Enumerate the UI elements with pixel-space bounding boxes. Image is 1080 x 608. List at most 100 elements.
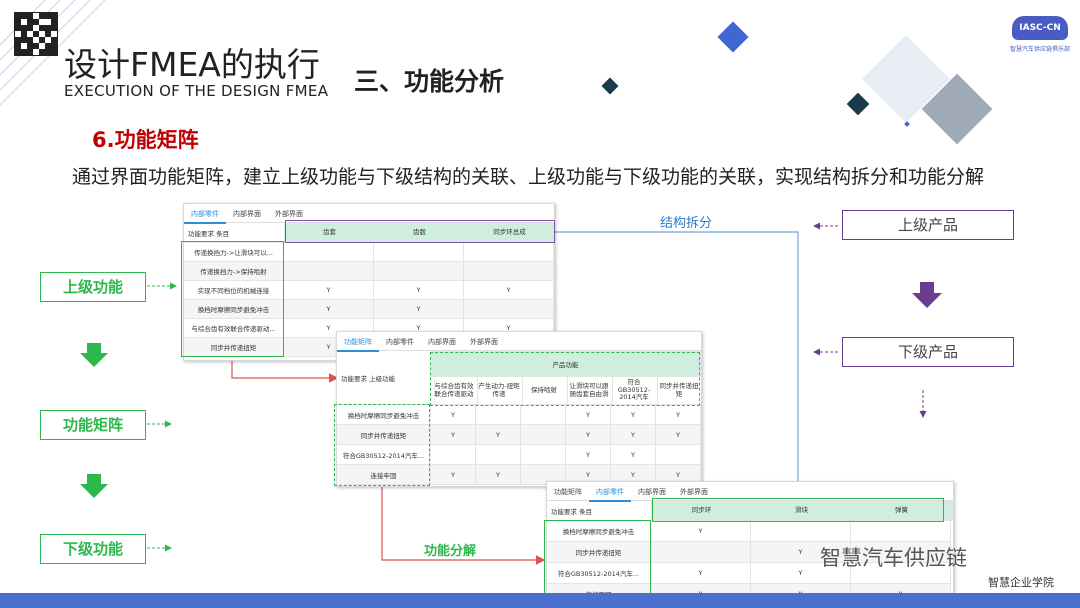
matrix-cell-mark (284, 262, 374, 281)
matrix-cell-mark: Y (611, 425, 656, 445)
bottom-bar (0, 593, 1080, 608)
matrix-column-header: 产生动力-扭矩传递 (476, 377, 523, 405)
description: 通过界面功能矩阵，建立上级功能与下级结构的关联、上级功能与下级功能的关联，实现结… (72, 166, 985, 188)
subtitle: 6.功能矩阵 (92, 128, 199, 152)
tab-1[interactable]: 功能矩阵 (554, 488, 582, 496)
logo-subtitle: 智慧汽车供应链俱乐部 (1010, 46, 1071, 53)
matrix-cell-mark: Y (651, 563, 751, 584)
watermark-text: 智慧汽车供应链 (820, 546, 967, 570)
tab-2[interactable]: 内部界面 (233, 210, 261, 218)
matrix-cell-mark: Y (656, 405, 701, 425)
tab-2[interactable]: 内部零件 (589, 482, 631, 502)
function-decompose-label: 功能分解 (424, 544, 477, 559)
matrix-cell-mark (521, 445, 566, 465)
matrix-corner: 功能要求 条目 (184, 223, 288, 243)
matrix-cell-mark (374, 262, 464, 281)
matrix-column-header: 与综合齿有效联合传递驱动 (431, 377, 478, 405)
matrix-cell-mark: Y (751, 563, 851, 584)
tab-1[interactable]: 功能矩阵 (337, 332, 379, 352)
matrix-group-header: 产品功能 (431, 351, 701, 377)
matrix-cell-mark (374, 243, 464, 262)
structure-split-label: 结构拆分 (660, 216, 713, 231)
green-down-arrow-icon (80, 474, 108, 498)
matrix-cell-mark: Y (284, 319, 374, 338)
matrix-column-header: 保持啮射 (521, 377, 568, 405)
tab-1[interactable]: 内部零件 (184, 204, 226, 224)
upper-product-box: 上级产品 (842, 210, 1014, 240)
matrix-cell-mark (431, 445, 476, 465)
tab-4[interactable]: 外部界面 (680, 488, 708, 496)
watermark-subtext: 智慧企业学院 (988, 576, 1054, 589)
matrix-cell-mark (476, 445, 521, 465)
section-title: 三、功能分析 (354, 67, 505, 96)
matrix-cell-mark: Y (464, 281, 554, 300)
matrix-cell-mark (284, 243, 374, 262)
tab-3[interactable]: 外部界面 (275, 210, 303, 218)
matrix-row-label: 符合GB30512-2014汽车... (337, 445, 431, 465)
matrix-cell-mark: Y (651, 521, 751, 542)
columns-highlight-frame (652, 498, 944, 522)
matrix-corner: 功能要求 上级功能 (337, 351, 435, 405)
matrix-cell-mark (521, 405, 566, 425)
matrix-cell-mark: Y (656, 425, 701, 445)
matrix-cell-mark: Y (374, 300, 464, 319)
tab-2[interactable]: 内部零件 (386, 338, 414, 346)
function-matrix-box: 功能矩阵 (40, 410, 146, 440)
matrix-cell-mark (521, 465, 566, 485)
matrix-cell-mark (464, 243, 554, 262)
matrix-cell-mark (656, 445, 701, 465)
rows-highlight-frame (334, 404, 430, 486)
matrix-cell-mark: Y (431, 425, 476, 445)
matrix-cell-mark: Y (374, 281, 464, 300)
matrix-cell-mark: Y (611, 405, 656, 425)
matrix-cell-mark (464, 262, 554, 281)
lower-function-box: 下级功能 (40, 534, 146, 564)
tab-4[interactable]: 外部界面 (470, 338, 498, 346)
tab-3[interactable]: 内部界面 (428, 338, 456, 346)
tab-bar: 内部零件内部界面 外部界面 (184, 204, 554, 224)
upper-function-box: 上级功能 (40, 272, 146, 302)
matrix-cell-mark (851, 542, 951, 563)
logo: IASC-CN (1012, 16, 1068, 40)
matrix-cell-mark: Y (284, 300, 374, 319)
matrix-cell-mark: Y (566, 445, 611, 465)
matrix-cell-mark: Y (476, 425, 521, 445)
matrix-cell-mark: Y (751, 542, 851, 563)
matrix-corner: 功能要求 条目 (547, 501, 655, 521)
matrix-cell-mark: Y (431, 405, 476, 425)
matrix-cell-mark: Y (611, 445, 656, 465)
page-title: 设计FMEA的执行 (64, 45, 320, 84)
page-title-english: EXECUTION OF THE DESIGN FMEA (64, 82, 329, 100)
lower-product-box: 下级产品 (842, 337, 1014, 367)
matrix-row-label: 换档时摩擦同步避免冲击 (337, 405, 431, 425)
tab-3[interactable]: 内部界面 (638, 488, 666, 496)
qr-code-icon (14, 12, 58, 56)
matrix-cell-mark (751, 521, 851, 542)
matrix-screenshot-2: 功能矩阵内部零件 内部界面 外部界面 功能要求 上级功能产品功能与综合齿有效联合传递… (336, 331, 702, 487)
matrix-row-label: 连接牢固 (337, 465, 431, 485)
rows-highlight-frame (181, 241, 284, 357)
green-down-arrow-icon (80, 343, 108, 367)
matrix-cell-mark: Y (476, 465, 521, 485)
tab-bar: 功能矩阵内部零件内部界面 外部界面 (547, 482, 953, 502)
columns-highlight-frame (430, 352, 700, 406)
matrix-cell-mark (521, 425, 566, 445)
matrix-cell-mark: Y (431, 465, 476, 485)
columns-highlight-frame (285, 220, 555, 243)
matrix-cell-mark: Y (566, 425, 611, 445)
matrix-cell-mark (651, 542, 751, 563)
matrix-cell-mark: Y (566, 405, 611, 425)
matrix-column-header: 同步并传递扭矩 (656, 377, 701, 405)
matrix-cell-mark (476, 405, 521, 425)
matrix-cell-mark (851, 521, 951, 542)
matrix-column-header: 符合GB30512-2014汽车 (611, 377, 658, 405)
matrix-cell-mark (464, 300, 554, 319)
tab-bar: 功能矩阵内部零件 内部界面 外部界面 (337, 332, 701, 352)
matrix-cell-mark (851, 563, 951, 584)
purple-down-arrow-icon (912, 282, 942, 308)
matrix-cell-mark: Y (284, 281, 374, 300)
matrix-column-header: 弹簧 (851, 501, 953, 521)
matrix-row-label: 同步并传递扭矩 (337, 425, 431, 445)
matrix-column-header: 让滑块可以跟随齿套自由滑 (566, 377, 613, 405)
